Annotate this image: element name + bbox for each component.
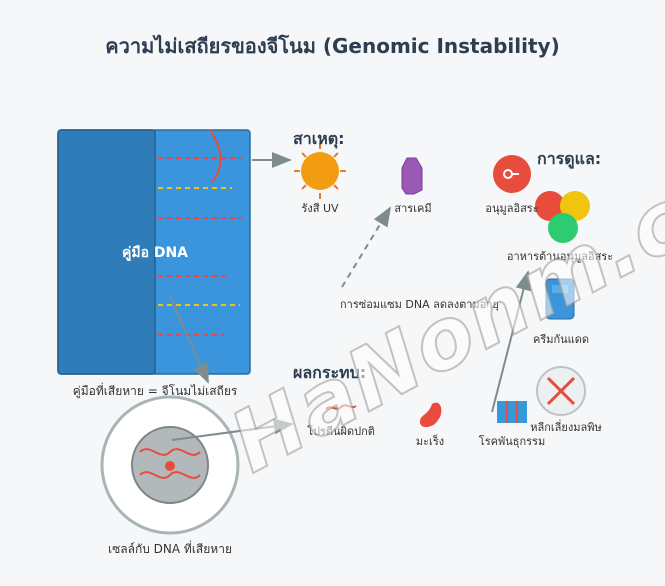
genetic-disease-label: โรคพันธุกรรม bbox=[478, 435, 546, 448]
sun-icon bbox=[294, 143, 346, 199]
effects-heading: ผลกระทบ: bbox=[293, 363, 367, 382]
causes-heading: สาเหตุ: bbox=[293, 129, 345, 148]
free-radical-label: อนุมูลอิสระ bbox=[485, 202, 539, 215]
antioxidant-food-label: อาหารต้านอนุมูลอิสระ bbox=[506, 250, 614, 263]
genetic-disease-icon bbox=[497, 401, 527, 423]
free-radical-icon bbox=[493, 155, 531, 193]
repair-label: การซ่อมแซม DNA ลดลงตามอายุ bbox=[340, 298, 499, 311]
chemical-bottle-icon bbox=[401, 157, 423, 195]
care-heading: การดูแล: bbox=[537, 149, 602, 168]
damaged-cell bbox=[100, 395, 240, 535]
dna-strand-lines bbox=[158, 157, 242, 336]
cell-caption: เซลล์กับ DNA ที่เสียหาย bbox=[108, 542, 232, 556]
arrow-book-to-cell bbox=[169, 295, 209, 384]
antioxidant-food-icon bbox=[535, 191, 590, 243]
tear-crack bbox=[209, 129, 222, 183]
avoid-pollution-icon bbox=[536, 366, 586, 416]
cancer-label: มะเร็ง bbox=[415, 435, 445, 448]
avoid-pollution-label: หลีกเลี่ยงมลพิษ bbox=[530, 421, 602, 434]
sunscreen-icon bbox=[545, 278, 575, 320]
cancer-icon bbox=[420, 402, 442, 428]
chemical-label: สารเคมี bbox=[394, 202, 432, 215]
abnormal-protein-label: โปรตีนผิดปกติ bbox=[307, 425, 375, 438]
page-title: ความไม่เสถียรของจีโนม (Genomic Instabili… bbox=[105, 34, 560, 58]
arrow-cell-to-effects bbox=[171, 418, 294, 441]
dna-manual-book bbox=[57, 129, 251, 375]
uv-label: รังสี UV bbox=[301, 202, 339, 215]
arrow-effects-to-care bbox=[491, 270, 532, 413]
abnormal-protein-icon bbox=[325, 404, 357, 410]
dna-manual-label: คู่มือ DNA bbox=[121, 245, 189, 261]
sunscreen-label: ครีมกันแดด bbox=[532, 333, 590, 346]
manual-caption: คู่มือที่เสียหาย = จีโนมไม่เสถียร bbox=[72, 384, 238, 398]
arrow-repair-dashed bbox=[341, 206, 392, 288]
